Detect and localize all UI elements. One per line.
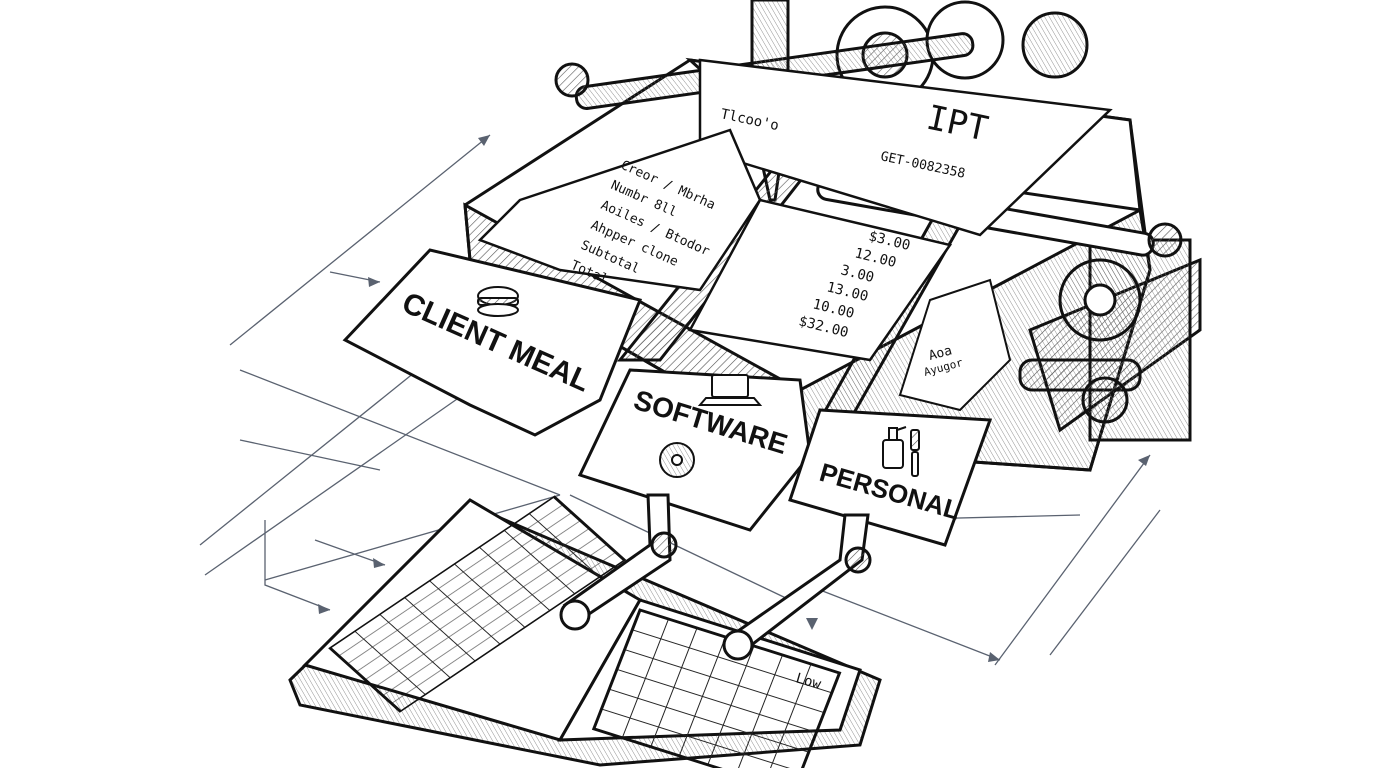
category-slip-client-meal: CLIENT MEAL [342, 248, 643, 437]
receipt-top: Tlcoo'o IPT GET-0082358 [698, 58, 1113, 237]
guide-arrowheads [318, 135, 1150, 662]
toothbrush-icon [910, 429, 920, 477]
cd-icon [659, 442, 695, 478]
blueprint-guides [199, 134, 1161, 666]
category-slip-software: SOFTWARE [577, 368, 812, 532]
soap-bottle-icon [882, 426, 907, 469]
feeder-arms [559, 493, 872, 661]
ledger-book: Low [288, 495, 882, 768]
category-slip-personal: PERSONAL [788, 408, 993, 547]
svg-text:Aoa: Aoa [927, 343, 954, 364]
burger-icon [477, 286, 519, 317]
ledger-header-low: Low [794, 670, 823, 693]
receipt-right: Aoa Ayugor [898, 278, 1012, 412]
receipt-amount: 3.00 [839, 262, 876, 286]
laptop-icon [697, 374, 763, 406]
